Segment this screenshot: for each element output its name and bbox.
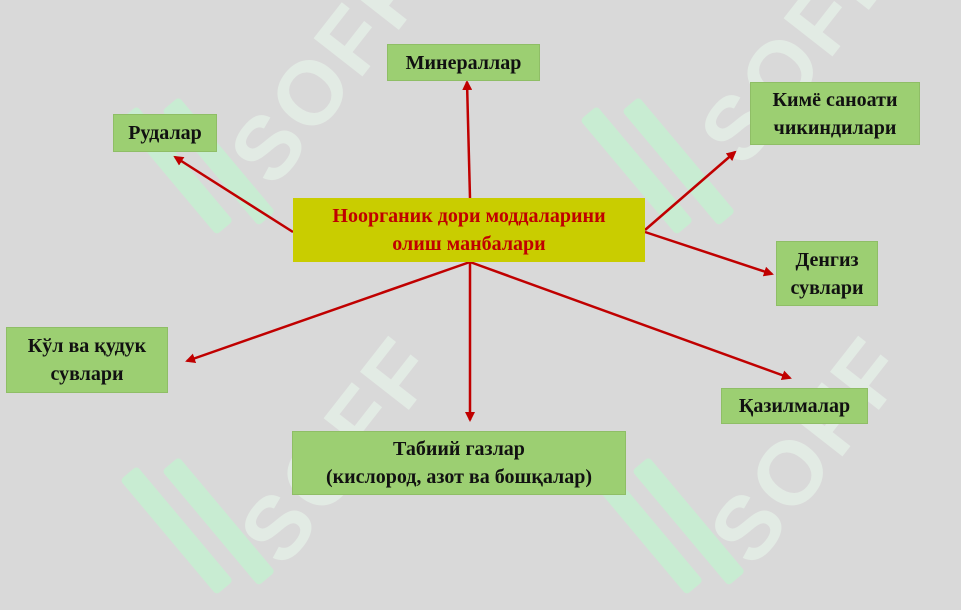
- node-natural-gases: Табиий газлар (кислород, азот ва бошқала…: [292, 431, 626, 495]
- arrow-to-lake-well-water: [185, 260, 471, 364]
- node-chemical-waste: Кимё саноати чикиндилари: [750, 82, 920, 145]
- arrows-layer: [173, 80, 792, 422]
- arrow-to-ores: [173, 155, 294, 234]
- arrow-to-sea-water: [644, 230, 774, 277]
- node-minerals: Минераллар: [387, 44, 540, 81]
- node-sea-water: Денгиз сувлари: [776, 241, 878, 306]
- node-ores: Рудалар: [113, 114, 217, 152]
- node-lake-well-water: Кўл ва қудук сувлари: [6, 327, 168, 393]
- node-fossils: Қазилмалар: [721, 388, 868, 424]
- arrow-to-fossils: [469, 260, 792, 380]
- arrow-to-minerals: [462, 80, 473, 199]
- center-node: Ноорганик дори моддаларини олиш манбалар…: [293, 198, 645, 262]
- arrow-to-chemical-waste: [644, 150, 737, 231]
